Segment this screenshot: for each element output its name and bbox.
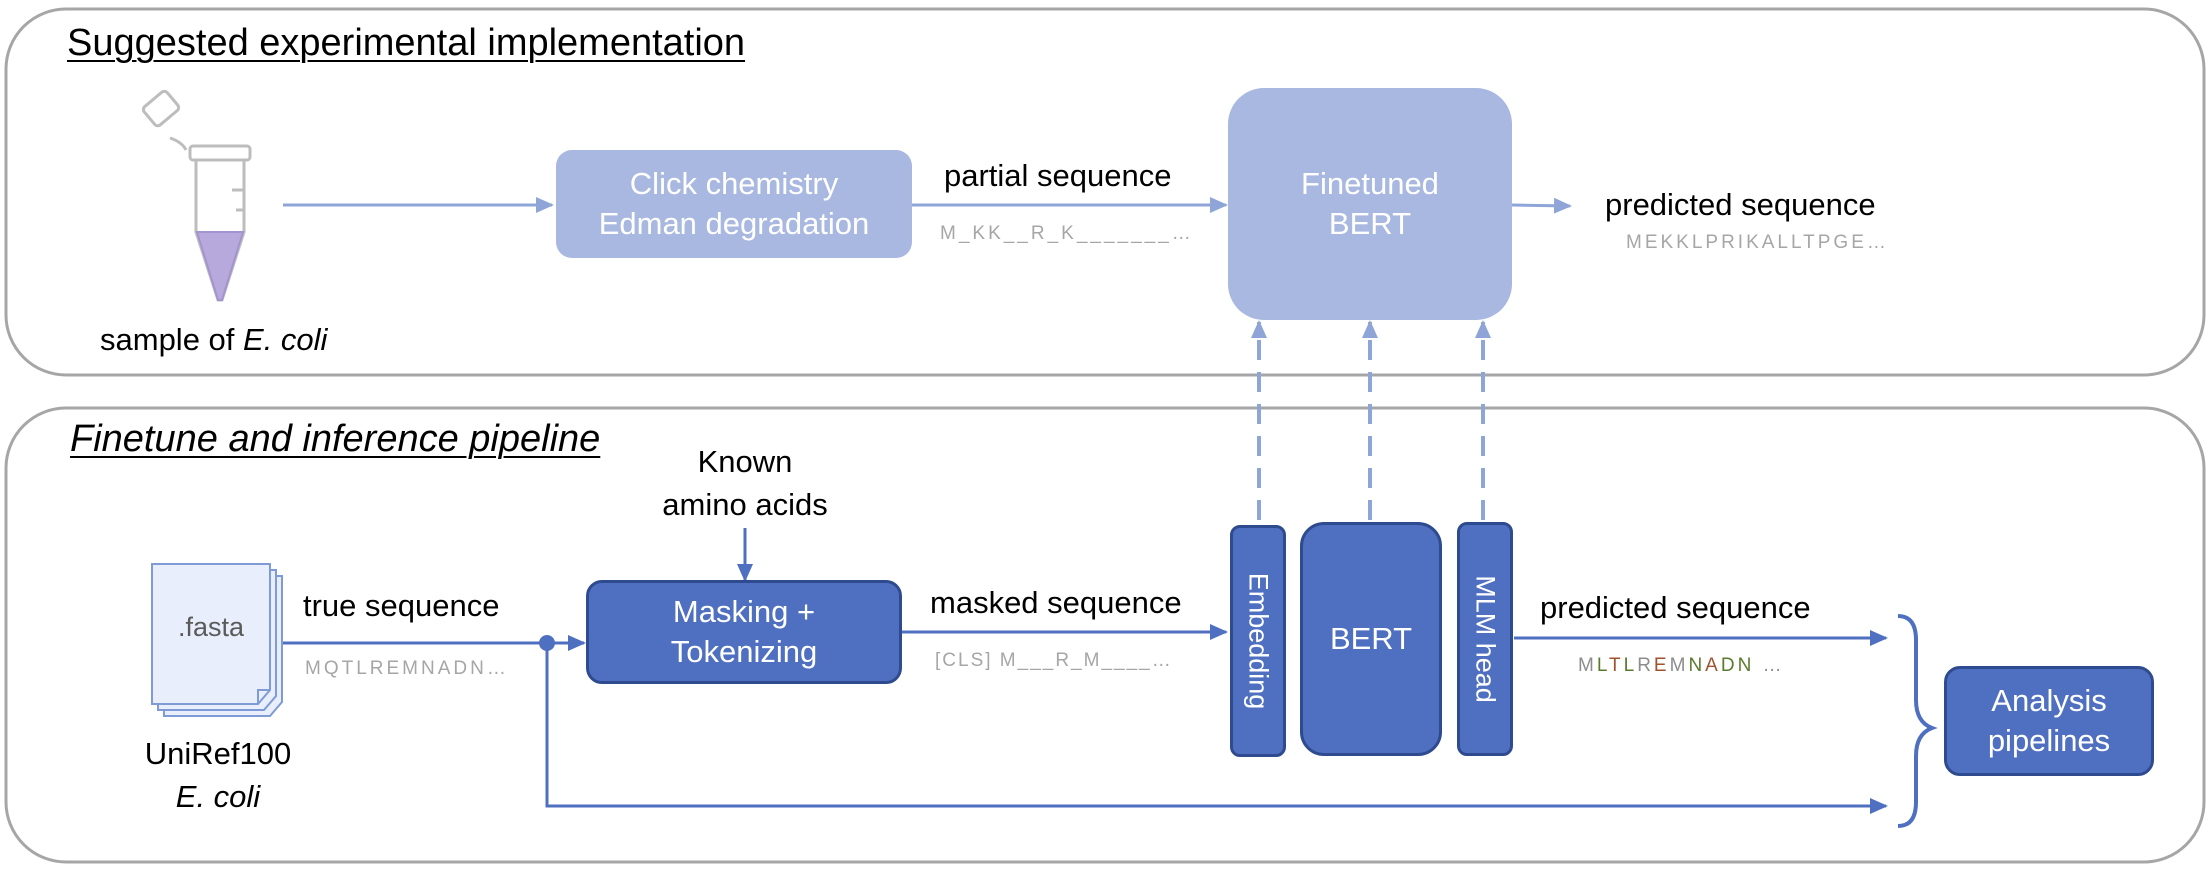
partial-sequence-value: M_KK__R_K_______…: [940, 223, 1194, 244]
predicted-letter: M: [1578, 655, 1597, 676]
top-panel-title: Suggested experimental implementation: [67, 22, 746, 64]
predicted-letter: R: [1637, 655, 1654, 676]
known-line-2: amino acids: [662, 487, 828, 523]
masked-sequence-label: masked sequence: [930, 585, 1182, 620]
uniref-name: UniRef100: [144, 736, 292, 771]
analysis-pipelines-box: Analysis pipelines: [1944, 666, 2154, 776]
mlm-head-label: MLM head: [1470, 575, 1501, 703]
known-amino-acids-label: Known amino acids: [640, 440, 850, 527]
finetuned-bert-line-2: BERT: [1328, 206, 1412, 241]
analysis-line-2: pipelines: [1987, 723, 2111, 758]
masking-line-2: Tokenizing: [670, 634, 818, 669]
true-sequence-label: true sequence: [303, 588, 500, 623]
sample-label-species: E. coli: [243, 322, 328, 357]
sample-label-prefix: sample of: [100, 322, 244, 357]
embedding-box: Embedding: [1230, 525, 1286, 757]
predicted-letter: …: [1754, 655, 1785, 676]
masking-line-1: Masking +: [672, 593, 816, 629]
bottom-predicted-value: MLTLREMNADN …: [1578, 655, 1785, 677]
masking-tokenizing-box: Masking + Tokenizing: [586, 580, 902, 684]
predicted-letter: L: [1623, 655, 1638, 676]
chemistry-line-2: Edman degradation: [598, 206, 870, 241]
bert-label: BERT: [1329, 620, 1413, 656]
chemistry-line-1: Click chemistry: [629, 165, 839, 201]
known-line-1: Known: [697, 444, 793, 479]
uniref-label: UniRef100 E. coli: [130, 732, 306, 819]
fasta-label: .fasta: [178, 612, 245, 642]
fasta-file-icon: [151, 563, 283, 717]
analysis-line-1: Analysis: [1991, 682, 2107, 718]
uniref-species: E. coli: [175, 779, 261, 815]
predicted-letter: L: [1596, 655, 1609, 676]
arrow-bypass-to-brace: [545, 643, 1888, 814]
bottom-panel: [4, 406, 2206, 864]
predicted-letter: T: [1609, 655, 1624, 676]
partial-sequence-label: partial sequence: [944, 158, 1172, 193]
bert-box: BERT: [1300, 522, 1442, 756]
sample-tube-icon: [141, 89, 252, 302]
predicted-letter: N: [1688, 655, 1706, 676]
true-sequence-value: MQTLREMNADN…: [305, 658, 509, 679]
chemistry-box: Click chemistry Edman degradation: [556, 150, 912, 258]
mlm-head-box: MLM head: [1457, 522, 1513, 756]
predicted-letter: D: [1720, 655, 1738, 676]
top-panel: [4, 7, 2206, 377]
top-predicted-value: MEKKLPRIKALLTPGE…: [1626, 232, 1889, 253]
embedding-label: Embedding: [1243, 572, 1274, 710]
curly-brace: [1897, 614, 1938, 828]
bottom-predicted-label: predicted sequence: [1540, 590, 1811, 625]
predicted-letter: A: [1705, 655, 1721, 676]
masked-sequence-value: [CLS] M___R_M____…: [935, 650, 1173, 671]
top-predicted-label: predicted sequence: [1605, 187, 1876, 222]
predicted-letter: M: [1669, 655, 1689, 676]
predicted-letter: N: [1737, 655, 1755, 676]
arrow-bert-to-predicted: [1511, 197, 1572, 214]
bottom-panel-title: Finetune and inference pipeline: [70, 418, 601, 460]
predicted-letter: E: [1653, 655, 1670, 676]
sample-label: sample of E. coli: [100, 322, 327, 358]
finetuned-bert-line-1: Finetuned: [1301, 165, 1439, 201]
finetuned-bert-box: Finetuned BERT: [1228, 88, 1512, 320]
